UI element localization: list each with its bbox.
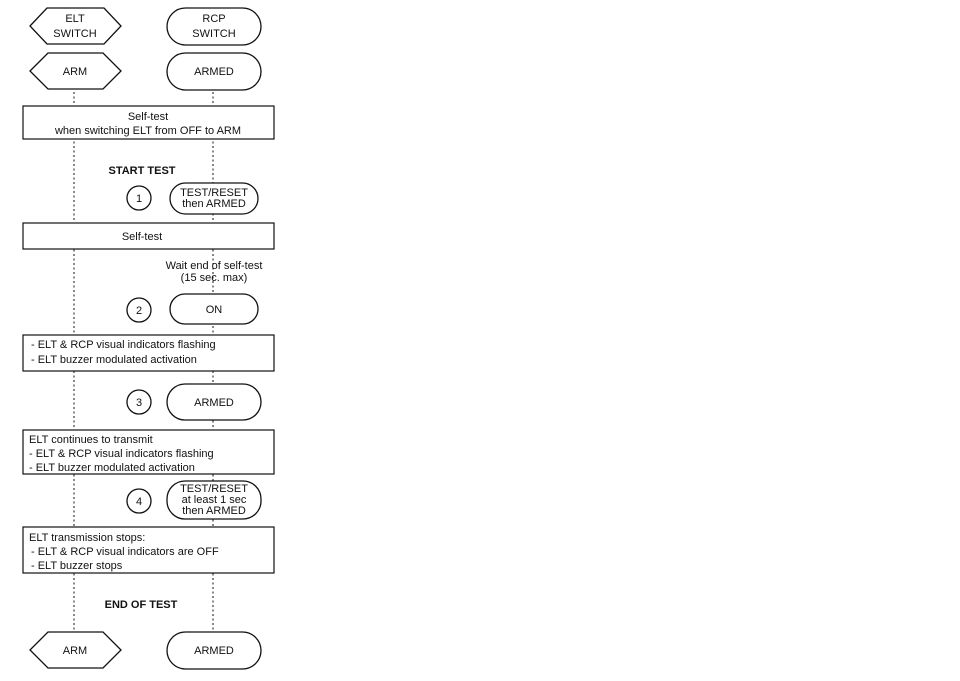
step-1-action-pill: [169, 182, 259, 215]
step-1: 1 TEST/RESET then ARMED: [126, 182, 259, 215]
svg-text:at least 1 sec: at least 1 sec: [182, 494, 247, 506]
result-stop-box: ELT transmission stops: - ELT & RCP visu…: [22, 526, 275, 574]
svg-text:SWITCH: SWITCH: [192, 28, 235, 40]
step-4-number: 4: [136, 496, 142, 508]
step-3: 3 ARMED: [126, 383, 262, 421]
step-2-number: 2: [136, 305, 142, 317]
step-3-number: 3: [136, 397, 142, 409]
result-armed-box: ELT continues to transmit - ELT & RCP vi…: [22, 429, 275, 475]
svg-text:Self-test: Self-test: [128, 111, 168, 123]
svg-text:Wait end of self-test: Wait end of self-test: [166, 260, 263, 272]
svg-text:ARM: ARM: [63, 66, 87, 78]
result-on-box: - ELT & RCP visual indicators flashing -…: [22, 334, 275, 372]
elt-switch-header: ELT SWITCH: [29, 7, 122, 45]
svg-text:RCP: RCP: [202, 13, 225, 25]
svg-text:(15 sec. max): (15 sec. max): [181, 272, 248, 284]
step-4-action-pill: [166, 480, 262, 520]
svg-text:ELT: ELT: [65, 13, 85, 25]
initial-elt-arm: ARM: [29, 52, 122, 90]
svg-text:- ELT & RCP visual indicators: - ELT & RCP visual indicators flashing: [29, 448, 214, 460]
start-test-label: START TEST: [108, 165, 175, 177]
svg-text:ARMED: ARMED: [194, 645, 234, 657]
step-4: 4 TEST/RESET at least 1 sec then ARMED: [126, 480, 262, 520]
svg-text:SWITCH: SWITCH: [53, 28, 96, 40]
svg-text:- ELT & RCP visual indicators: - ELT & RCP visual indicators flashing: [31, 339, 216, 351]
step-2: 2 ON: [126, 293, 259, 325]
svg-text:- ELT buzzer stops: - ELT buzzer stops: [31, 560, 123, 572]
step-3-action-pill: [166, 383, 262, 421]
step-1-number: 1: [136, 193, 142, 205]
rcp-switch-header: RCP SWITCH: [166, 7, 262, 46]
step-2-action-pill: [169, 293, 259, 325]
svg-text:ON: ON: [206, 304, 223, 316]
svg-text:when switching ELT from OFF to: when switching ELT from OFF to ARM: [54, 125, 241, 137]
step-1-circle: [126, 185, 152, 211]
svg-text:ARM: ARM: [63, 645, 87, 657]
svg-text:- ELT buzzer modulated activat: - ELT buzzer modulated activation: [31, 354, 197, 366]
svg-text:then ARMED: then ARMED: [182, 198, 246, 210]
final-elt-arm: ARM: [29, 631, 122, 669]
wait-text: Wait end of self-test (15 sec. max): [166, 260, 263, 284]
svg-text:TEST/RESET: TEST/RESET: [180, 483, 248, 495]
svg-text:then ARMED: then ARMED: [182, 505, 246, 517]
svg-text:ELT transmission stops:: ELT transmission stops:: [29, 532, 145, 544]
svg-text:ARMED: ARMED: [194, 66, 234, 78]
step-4-circle: [126, 488, 152, 514]
step-3-circle: [126, 389, 152, 415]
svg-text:Self-test: Self-test: [122, 231, 162, 243]
selftest-box: Self-test: [22, 222, 275, 250]
selftest-arm-box: Self-test when switching ELT from OFF to…: [22, 105, 275, 140]
svg-text:ARMED: ARMED: [194, 397, 234, 409]
end-test-label: END OF TEST: [105, 599, 178, 611]
svg-text:- ELT buzzer modulated activat: - ELT buzzer modulated activation: [29, 462, 195, 474]
svg-text:TEST/RESET: TEST/RESET: [180, 187, 248, 199]
svg-text:- ELT & RCP visual indicators: - ELT & RCP visual indicators are OFF: [31, 546, 219, 558]
final-rcp-armed: ARMED: [166, 631, 262, 670]
step-2-circle: [126, 297, 152, 323]
svg-text:ELT continues to transmit: ELT continues to transmit: [29, 434, 153, 446]
initial-rcp-armed: ARMED: [166, 52, 262, 91]
